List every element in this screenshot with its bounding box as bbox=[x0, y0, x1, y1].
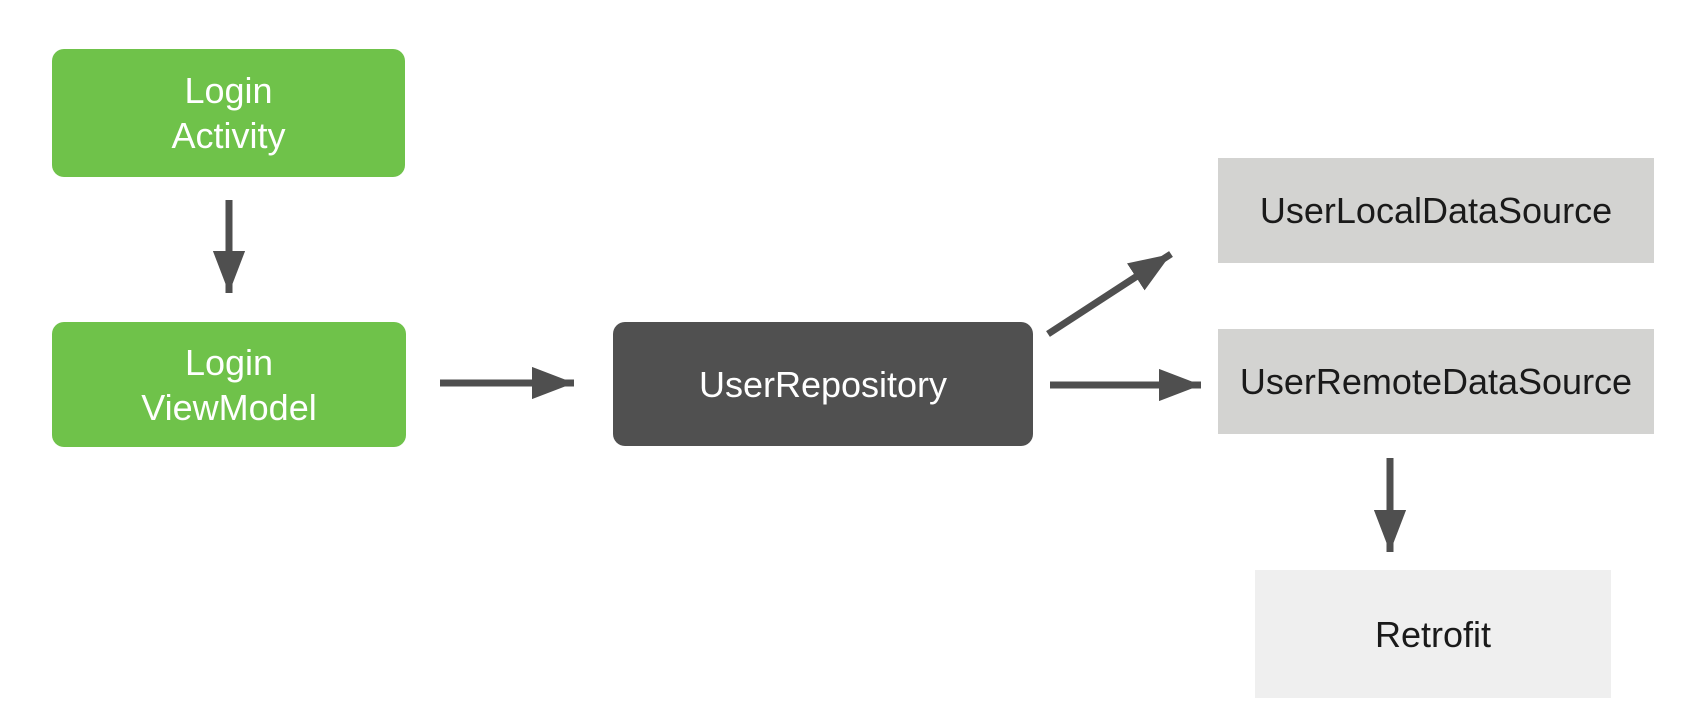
node-login-activity: Login Activity bbox=[52, 49, 405, 177]
node-user-repository: UserRepository bbox=[613, 322, 1033, 446]
node-user-local-data-source: UserLocalDataSource bbox=[1218, 158, 1654, 263]
node-retrofit: Retrofit bbox=[1255, 570, 1611, 698]
node-login-viewmodel: Login ViewModel bbox=[52, 322, 406, 447]
node-user-remote-data-source: UserRemoteDataSource bbox=[1218, 329, 1654, 434]
arrow-repository-to-localdatasource bbox=[1046, 251, 1173, 337]
